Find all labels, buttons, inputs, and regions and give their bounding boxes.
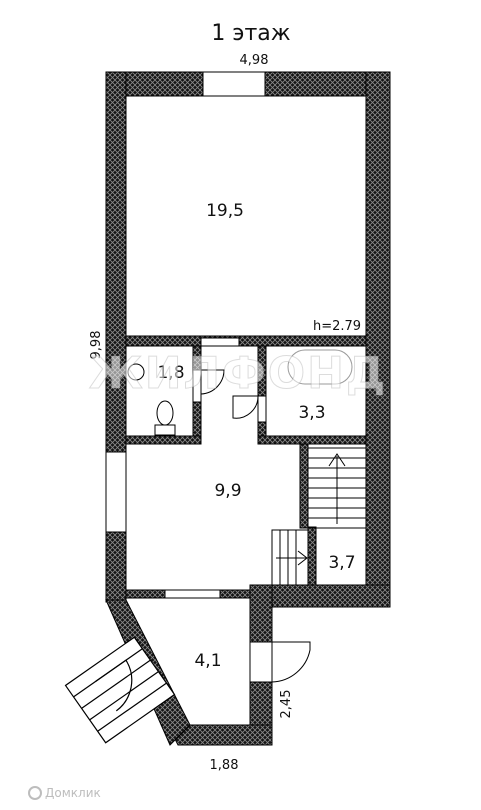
doors <box>192 337 311 683</box>
watermark: ЖИЛФОНД <box>89 348 387 399</box>
bottom-width-dimension: 1,88 <box>210 758 239 773</box>
exterior-walls <box>105 71 391 746</box>
room-area-hall: 9,9 <box>214 481 241 501</box>
plan-title: 1 этаж <box>211 21 290 46</box>
brand-logo-icon <box>28 786 42 800</box>
room-area-vestibule: 4,1 <box>194 651 221 671</box>
windows <box>105 71 266 599</box>
left-height-dimension: 9,98 <box>89 331 104 360</box>
stairs <box>271 447 367 586</box>
room-area-stair: 3,7 <box>328 553 355 573</box>
room-area-wc: 1,8 <box>157 363 184 383</box>
entrance-porch <box>64 636 176 744</box>
room-area-main: 19,5 <box>206 201 244 221</box>
ceiling-height: h=2.79 <box>313 319 361 334</box>
brand-label: Домклик <box>45 786 101 800</box>
entry-length-dimension: 2,45 <box>279 690 294 719</box>
toilet-fixture <box>127 363 176 436</box>
top-width-dimension: 4,98 <box>240 53 269 68</box>
bathtub-fixture <box>287 349 353 385</box>
room-area-bath: 3,3 <box>298 403 325 423</box>
